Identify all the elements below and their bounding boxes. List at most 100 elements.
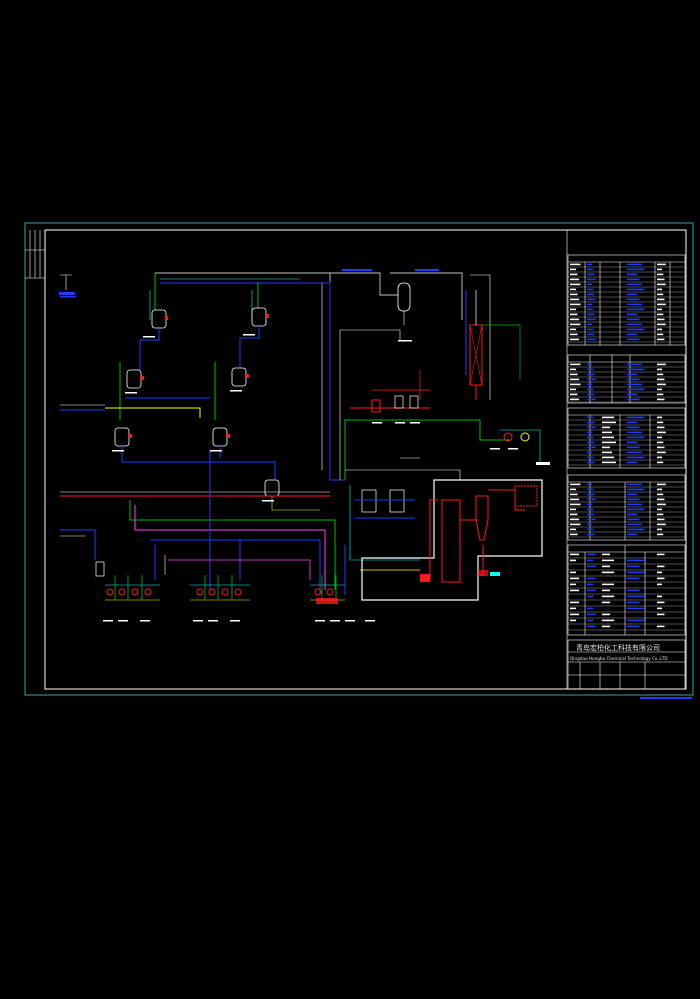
table-cell-text [587,583,594,586]
table-cell-text [657,283,666,286]
table-cell-text [602,595,614,598]
table-cell-text [602,416,614,419]
table-cell-text [657,625,665,628]
table-cell-text [570,518,579,521]
table-cell-text [587,441,595,444]
table-cell-text [587,533,595,536]
table-cell-text [587,283,592,286]
table-cell-text [570,528,576,531]
table-cell-text [587,565,596,568]
table-cell-text [657,613,665,616]
table-cell-text [657,553,665,556]
table-cell-text [627,363,642,366]
table-cell-text [627,383,642,386]
table-cell-text [657,363,666,366]
table-cell-text [657,446,665,449]
table-cell-text [570,388,576,391]
table-cell-text [627,378,640,381]
table-cell-text [570,313,578,316]
table-cell-text [657,451,666,454]
table-cell-text [627,451,642,454]
table-cell-text [602,601,610,604]
table-cell-text [627,533,637,536]
table-cell-text [627,393,637,396]
table-cell-text [602,619,614,622]
table-cell-text [570,493,578,496]
table-cell-text [602,441,616,444]
table-cell-text [657,338,665,341]
table-cell-text [627,313,637,316]
table-cell-text [587,607,594,610]
table-cell-text [587,378,596,381]
table-cell-text [657,493,664,496]
table-cell-text [627,577,640,580]
table-cell-text [627,441,637,444]
table-cell-text [587,368,594,371]
table-cell-text [587,619,594,622]
table-cell-text [587,398,596,401]
table-cell-text [627,528,645,531]
table-cell-text [657,528,662,531]
sheet-id-strip [640,697,692,699]
table-cell-text [587,323,592,326]
table-cell-text [602,559,614,562]
table-cell-text [570,553,579,556]
table-cell-text [587,553,596,556]
table-cell-text-marks [570,263,666,628]
table-cell-text [657,421,664,424]
table-cell-text [570,613,579,616]
table-cell-text [587,503,592,506]
table-cell-text [587,446,596,449]
table-cell-text [627,338,640,341]
table-cell-text [657,398,665,401]
table-cell-text [587,373,595,376]
table-cell-text [602,426,610,429]
table-cell-text [587,528,594,531]
table-cell-text [657,571,662,574]
table-cell-text [587,559,594,562]
table-cell-text [657,368,662,371]
table-cell-text [602,421,616,424]
left-binding-strip [25,230,45,279]
table-cell-text [570,303,581,306]
table-cell-text [627,431,642,434]
table-cell-text [587,589,596,592]
table-cell-text [627,283,642,286]
table-cell-text [627,523,642,526]
table-cell-text [587,393,595,396]
table-cell-text [657,373,664,376]
table-cell-text [627,333,637,336]
table-cell-text [570,378,579,381]
table-cell-text [627,498,640,501]
table-cell-text [657,308,662,311]
table-cell-text [602,553,610,556]
table-cell-text [587,288,594,291]
table-cell-text [657,483,666,486]
table-cell-text [657,333,664,336]
table-cell-text [587,426,596,429]
table-cell-text [587,451,592,454]
table-cell-text [570,483,581,486]
table-cell-text [627,303,642,306]
table-cell-text [602,436,614,439]
table-cell-text [570,288,576,291]
table-cell-text [627,595,645,598]
table-cell-text [657,431,666,434]
table-cell-text [657,595,662,598]
table-cell-text [657,518,665,521]
table-cell-text [627,607,645,610]
table-cell-text [657,323,666,326]
table-cell-text [587,383,592,386]
table-cell-text [587,577,596,580]
table-cell-text [627,278,640,281]
table-cell-text [602,456,614,459]
table-cell-text [627,503,642,506]
table-cell-text [587,273,595,276]
table-cell-text [657,498,665,501]
table-cell-text [627,446,640,449]
table-cell-text [657,263,666,266]
table-cell-text [587,328,594,331]
table-cell-text [657,378,665,381]
table-cell-text [657,313,664,316]
